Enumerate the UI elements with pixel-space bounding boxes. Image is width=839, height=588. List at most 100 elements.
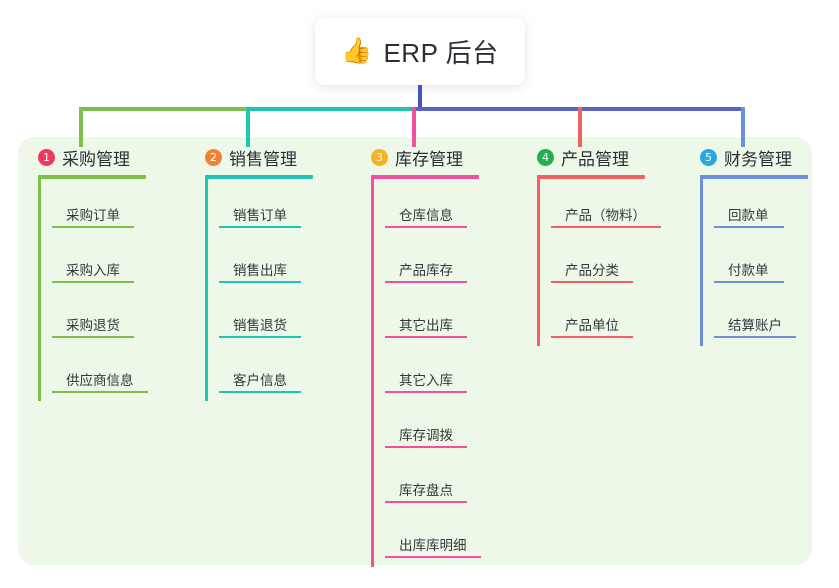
column-index-badge: 3	[371, 148, 388, 166]
list-item-rule	[219, 336, 301, 338]
list-item[interactable]: 采购入库	[52, 234, 146, 289]
list-item-label: 采购退货	[66, 318, 120, 333]
column-采购管理: 1 采购管理采购订单采购入库采购退货供应商信息	[38, 145, 148, 401]
list-item-rule	[385, 226, 467, 228]
list-item-label: 产品单位	[565, 318, 619, 333]
list-item-label: 付款单	[728, 263, 769, 278]
list-item-rule	[385, 556, 481, 558]
column-item-list: 仓库信息产品库存其它出库其它入库库存调拨库存盘点出库库明细	[371, 179, 481, 567]
list-item-label: 仓库信息	[399, 208, 453, 223]
column-item-list: 采购订单采购入库采购退货供应商信息	[38, 179, 148, 401]
list-item[interactable]: 采购退货	[52, 289, 146, 344]
column-title: 销售管理	[229, 149, 297, 169]
list-item-rule	[385, 336, 467, 338]
drop-line-1	[79, 107, 83, 147]
drop-line-5	[741, 107, 745, 147]
list-item-rule	[385, 501, 467, 503]
column-index-badge: 5	[700, 148, 717, 166]
list-item[interactable]: 库存盘点	[385, 454, 479, 509]
list-item-label: 库存调拨	[399, 428, 453, 443]
column-title: 产品管理	[561, 149, 629, 169]
list-item-label: 采购入库	[66, 263, 120, 278]
root-stem-line	[418, 85, 422, 111]
list-item-rule	[219, 391, 301, 393]
column-header[interactable]: 2 销售管理	[205, 145, 313, 169]
list-item-label: 销售订单	[233, 208, 287, 223]
column-header-rule	[537, 175, 645, 179]
list-item[interactable]: 回款单	[714, 179, 808, 234]
list-item-rule	[385, 391, 467, 393]
column-index-badge: 2	[205, 148, 222, 166]
diagram-background-panel	[18, 137, 812, 565]
column-header[interactable]: 4 产品管理	[537, 145, 645, 169]
column-销售管理: 2 销售管理销售订单销售出库销售退货客户信息	[205, 145, 313, 401]
list-item[interactable]: 产品库存	[385, 234, 479, 289]
root-node-title: ERP 后台	[383, 38, 499, 68]
list-item-label: 结算账户	[728, 318, 782, 333]
list-item-label: 其它出库	[399, 318, 453, 333]
list-item-label: 出库库明细	[399, 538, 467, 553]
list-item[interactable]: 销售退货	[219, 289, 313, 344]
column-spine-line	[700, 179, 703, 346]
list-item-rule	[52, 281, 134, 283]
column-header-rule	[38, 175, 146, 179]
column-header[interactable]: 1 采购管理	[38, 145, 146, 169]
list-item[interactable]: 产品分类	[551, 234, 645, 289]
list-item[interactable]: 采购订单	[52, 179, 146, 234]
list-item-rule	[385, 446, 467, 448]
list-item-rule	[551, 226, 661, 228]
column-item-list: 回款单付款单结算账户	[700, 179, 808, 346]
drop-line-2	[246, 107, 250, 147]
list-item[interactable]: 结算账户	[714, 289, 808, 344]
list-item[interactable]: 其它入库	[385, 344, 479, 399]
list-item-label: 客户信息	[233, 373, 287, 388]
column-item-list: 产品（物料） 产品分类产品单位	[537, 179, 661, 346]
column-header-rule	[205, 175, 313, 179]
column-header[interactable]: 3 库存管理	[371, 145, 479, 169]
column-title: 采购管理	[62, 149, 130, 169]
list-item[interactable]: 供应商信息	[52, 344, 148, 399]
list-item[interactable]: 销售出库	[219, 234, 313, 289]
drop-line-3	[412, 107, 416, 147]
list-item[interactable]: 库存调拨	[385, 399, 479, 454]
list-item[interactable]: 销售订单	[219, 179, 313, 234]
list-item-label: 产品（物料）	[565, 208, 646, 223]
list-item-label: 采购订单	[66, 208, 120, 223]
list-item[interactable]: 出库库明细	[385, 509, 481, 564]
list-item-rule	[551, 281, 633, 283]
thumbs-up-icon: 👍	[341, 37, 373, 65]
list-item-label: 销售出库	[233, 263, 287, 278]
list-item-rule	[219, 226, 301, 228]
list-item-rule	[52, 226, 134, 228]
list-item-rule	[52, 336, 134, 338]
list-item[interactable]: 付款单	[714, 234, 808, 289]
list-item[interactable]: 其它出库	[385, 289, 479, 344]
list-item[interactable]: 客户信息	[219, 344, 313, 399]
trunk-segment-2	[247, 107, 417, 111]
column-spine-line	[537, 179, 540, 346]
column-spine-line	[205, 179, 208, 401]
column-header-rule	[700, 175, 808, 179]
column-title: 库存管理	[395, 149, 463, 169]
list-item-rule	[714, 336, 796, 338]
list-item-label: 其它入库	[399, 373, 453, 388]
list-item-rule	[551, 336, 633, 338]
column-index-badge: 1	[38, 148, 55, 166]
list-item-label: 库存盘点	[399, 483, 453, 498]
list-item-rule	[52, 391, 148, 393]
list-item-rule	[714, 281, 784, 283]
list-item-rule	[385, 281, 467, 283]
list-item[interactable]: 产品（物料）	[551, 179, 661, 234]
list-item[interactable]: 产品单位	[551, 289, 645, 344]
list-item-rule	[714, 226, 784, 228]
drop-line-4	[578, 107, 582, 147]
column-header-rule	[371, 175, 479, 179]
column-item-list: 销售订单销售出库销售退货客户信息	[205, 179, 313, 401]
root-node-card[interactable]: 👍 ERP 后台	[315, 18, 525, 85]
list-item[interactable]: 仓库信息	[385, 179, 479, 234]
trunk-segment-1	[79, 107, 249, 111]
column-index-badge: 4	[537, 148, 554, 166]
list-item-rule	[219, 281, 301, 283]
